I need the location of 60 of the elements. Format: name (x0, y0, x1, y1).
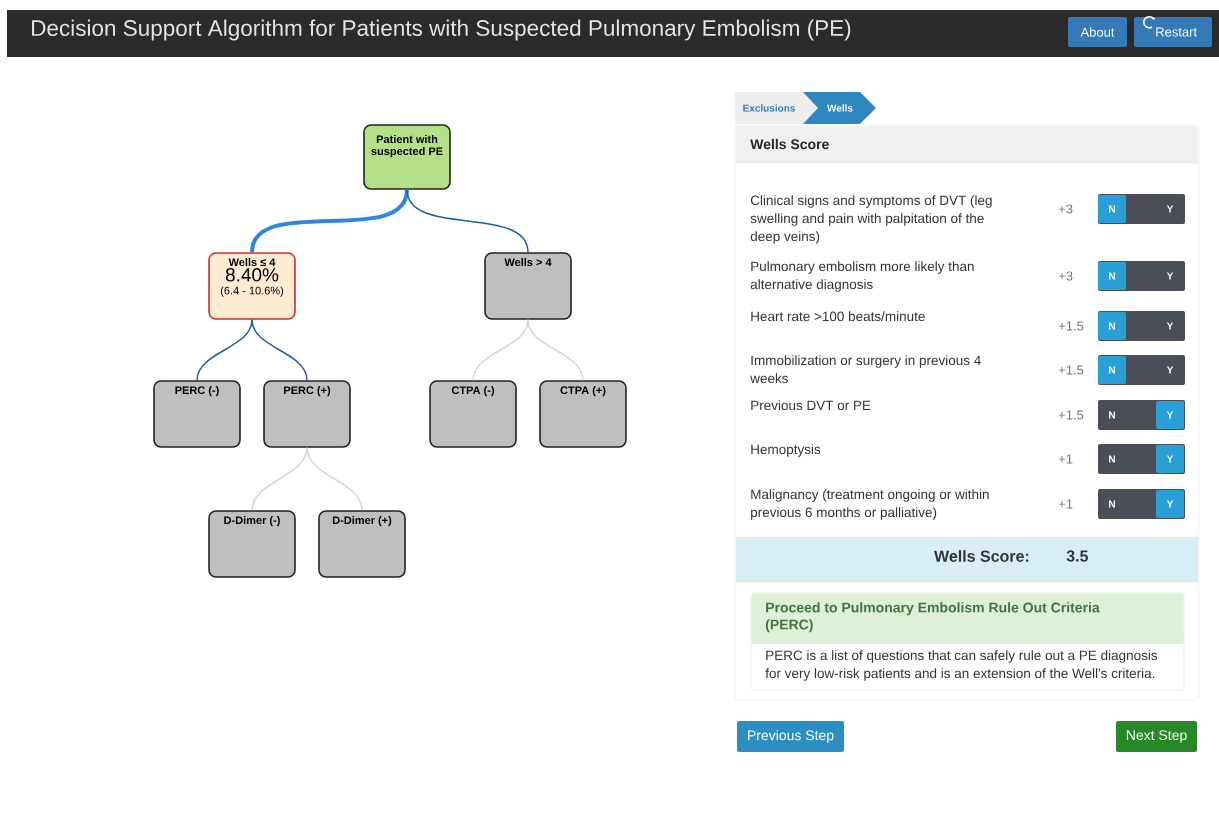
decision-box: PERC (+) (263, 380, 351, 448)
toggle-switch: N Y (1098, 355, 1185, 385)
criterion-text: Immobilization or surgery in previous 4 weeks (750, 355, 981, 384)
label: N (1109, 205, 1115, 213)
breadcrumb-step: Wells (803, 92, 876, 124)
connector-line (472, 319, 529, 381)
points-value: +1.5 (1058, 321, 1084, 331)
decision-box: PERC (-) (153, 380, 241, 448)
start-box: Patient with suspected PE (363, 124, 451, 190)
connector-line (250, 189, 409, 253)
next-button: Next Step (1116, 721, 1197, 752)
restart-button: Restart (1134, 15, 1212, 47)
points-value: +3 (1058, 204, 1073, 214)
label: N (1109, 322, 1115, 330)
points-value: +3 (1058, 271, 1073, 281)
connector-line (406, 189, 529, 253)
page-title: Decision Support Algorithm for Patients with Suspected Pulmonary Embolism (PE) (32, 19, 851, 41)
criterion-text: Malignancy (treatment ongoing or within previous 6 months or palliative) (751, 489, 989, 520)
toggle-switch: N Y (1098, 400, 1185, 430)
label: N (1109, 500, 1115, 508)
toggle-switch: N Y (1098, 194, 1185, 224)
about-button: About (1068, 17, 1127, 47)
connector-line (251, 447, 308, 511)
toggle-switch: N Y (1098, 489, 1185, 519)
previous-button: Previous Step (737, 721, 844, 752)
decision-box: CTPA (+) (539, 380, 627, 448)
label: Y (1166, 205, 1174, 213)
label: N (1109, 366, 1115, 374)
toggle-switch: N Y (1098, 444, 1185, 474)
connector-line (306, 447, 363, 511)
points-value: +1 (1058, 499, 1073, 509)
connector-line (251, 319, 308, 381)
criterion-text: Pulmonary embolism more likely than alternative diagnosis (750, 261, 974, 292)
label: Y (1166, 500, 1174, 508)
criterion-text: Heart rate >100 beats/minute (751, 311, 925, 322)
label: Y (1166, 272, 1174, 280)
decision-box: D-Dimer (+) (318, 510, 406, 578)
decision-box: D-Dimer (-) (208, 510, 296, 578)
label: Y (1166, 322, 1174, 330)
points-value: +1.5 (1058, 365, 1084, 375)
label: N (1109, 411, 1115, 419)
score-bar: Wells Score: 3.5 (735, 536, 1199, 583)
toggle-switch: N Y (1098, 311, 1185, 341)
toggle-switch: N Y (1098, 261, 1185, 291)
label: N (1109, 455, 1115, 463)
label: N (1109, 272, 1115, 280)
result-box: Wells ≤ 4 8.40% (6.4 - 10.6%) (208, 252, 296, 320)
alert-box: Proceed to Pulmonary Embolism Rule Out Criteria (PERC) PERC is a list of questions that can safely rule out a PE diagnosis for very low-risk patients and is an extension of the Well's criteria. (750, 592, 1185, 691)
panel-heading: Wells Score (735, 126, 1199, 164)
connector-line (527, 319, 584, 381)
criterion-text: Hemoptysis (751, 444, 821, 457)
label: Y (1166, 455, 1174, 463)
label: Y (1166, 411, 1174, 419)
decision-box: Wells > 4 (484, 252, 572, 320)
label: Y (1166, 366, 1174, 374)
points-value: +1.5 (1058, 410, 1084, 420)
points-value: +1 (1058, 454, 1073, 464)
criterion-text: Previous DVT or PE (751, 400, 871, 411)
decision-box: CTPA (-) (429, 380, 517, 448)
criterion-text: Clinical signs and symptoms of DVT (leg swelling and pain with palpitation of the deep veins) (750, 195, 992, 244)
